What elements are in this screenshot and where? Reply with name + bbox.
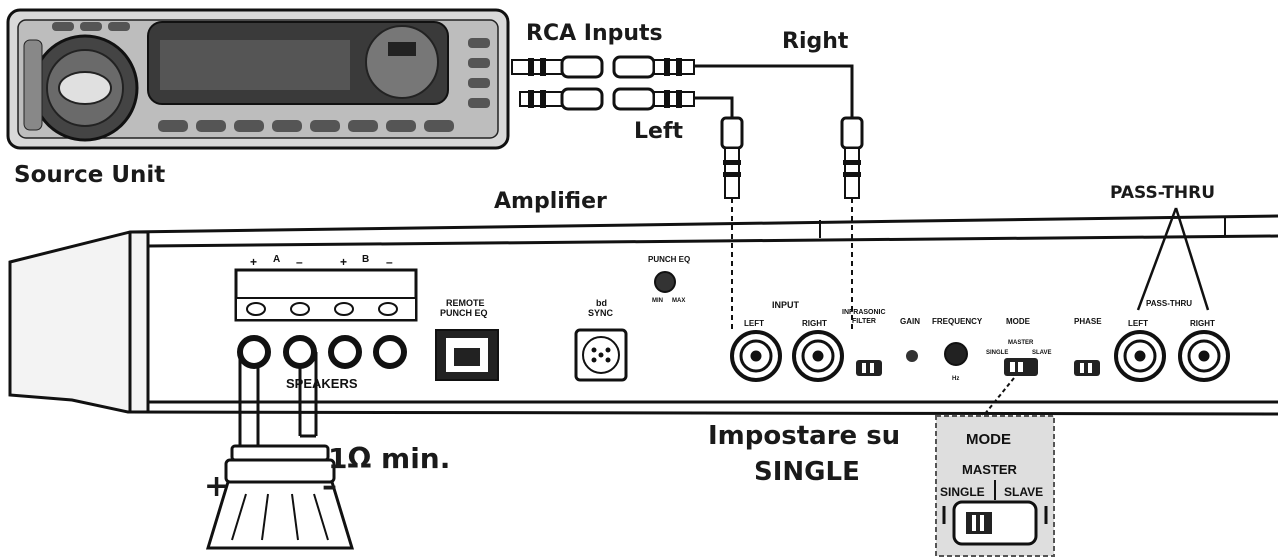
hz-label: Hz bbox=[952, 376, 959, 382]
gain-knob-icon bbox=[906, 350, 918, 362]
filter-label: FILTER bbox=[852, 318, 876, 325]
punch-eq-knob-icon bbox=[654, 271, 676, 293]
terminal-b-label: B bbox=[362, 254, 369, 265]
mode-switch bbox=[1004, 358, 1038, 376]
phase-switch bbox=[1074, 360, 1100, 376]
inset-single-label: SINGLE bbox=[940, 485, 985, 499]
slave-label: SLAVE bbox=[1032, 350, 1052, 356]
pass-thru-right-label: RIGHT bbox=[1190, 319, 1215, 328]
input-label: INPUT bbox=[772, 300, 800, 310]
gain-label: GAIN bbox=[900, 317, 920, 326]
source-unit-label: Source Unit bbox=[14, 162, 165, 188]
panel-pass-thru-label: PASS-THRU bbox=[1146, 299, 1192, 308]
sync-label: SYNC bbox=[588, 308, 614, 318]
mode-label: MODE bbox=[1006, 317, 1031, 326]
input-left-label: LEFT bbox=[744, 319, 764, 328]
terminal-b-minus: – bbox=[386, 255, 393, 269]
phase-label: PHASE bbox=[1074, 317, 1102, 326]
remote-punch-eq-label: PUNCH EQ bbox=[440, 308, 488, 318]
remote-label: REMOTE bbox=[446, 298, 485, 308]
mode-inset bbox=[935, 415, 1055, 557]
remote-punch-eq-jack bbox=[435, 329, 499, 381]
amplifier-body bbox=[8, 214, 1279, 416]
master-label: MASTER bbox=[1008, 340, 1034, 346]
terminal-a-plus: + bbox=[250, 255, 257, 269]
frequency-label: FREQUENCY bbox=[932, 317, 983, 326]
speaker-plus-label: + bbox=[204, 469, 229, 504]
amplifier-label: Amplifier bbox=[494, 189, 607, 214]
rca-plugs-source bbox=[511, 55, 695, 111]
punch-eq-min: MIN bbox=[652, 298, 663, 304]
rca-plug-icon bbox=[511, 55, 604, 111]
single-label: SINGLE bbox=[986, 350, 1008, 356]
impostare-line1: Impostare su bbox=[708, 421, 900, 451]
inset-slave-label: SLAVE bbox=[1004, 485, 1043, 499]
terminal-a-minus: – bbox=[296, 255, 303, 269]
amp-panel-labels: + A – + B – SPEAKERS REMOTE PUNCH EQ bd … bbox=[250, 254, 1215, 391]
bd-sync-connector bbox=[574, 328, 628, 382]
infrasonic-filter-switch bbox=[856, 360, 882, 376]
ohm-min-label: 1Ω min. bbox=[328, 442, 450, 475]
pass-thru-pointer-lines bbox=[1136, 207, 1210, 311]
source-unit bbox=[6, 8, 510, 150]
left-label: Left bbox=[634, 119, 684, 144]
impostare-line2: SINGLE bbox=[754, 457, 860, 487]
punch-eq-max: MAX bbox=[672, 298, 685, 304]
pass-thru-left-label: LEFT bbox=[1128, 319, 1148, 328]
dashed-connection-lines bbox=[731, 198, 853, 330]
speaker-minus-label: – bbox=[322, 469, 337, 504]
speakers-label: SPEAKERS bbox=[286, 376, 358, 391]
mode-inset-labels: MODE MASTER SINGLE SLAVE bbox=[940, 431, 1043, 499]
rca-plugs-vertical bbox=[720, 116, 864, 199]
pass-thru-jacks bbox=[1114, 330, 1230, 382]
inset-mode-label: MODE bbox=[966, 431, 1011, 448]
inset-master-label: MASTER bbox=[962, 462, 1018, 477]
terminal-a-label: A bbox=[273, 254, 280, 265]
bd-label: bd bbox=[596, 298, 607, 308]
rca-cables bbox=[694, 64, 854, 118]
terminal-b-plus: + bbox=[340, 255, 347, 269]
infrasonic-label: INFRASONIC bbox=[842, 309, 886, 316]
mode-callout-line bbox=[979, 377, 1015, 421]
rca-input-jacks bbox=[730, 330, 844, 382]
input-right-label: RIGHT bbox=[802, 319, 827, 328]
speaker-terminal-block bbox=[234, 268, 418, 369]
pass-thru-label: PASS-THRU bbox=[1110, 183, 1215, 203]
punch-eq-label: PUNCH EQ bbox=[648, 255, 690, 264]
speaker-icon bbox=[205, 444, 355, 550]
rca-inputs-label: RCA Inputs bbox=[526, 21, 663, 46]
right-label: Right bbox=[782, 29, 849, 54]
frequency-knob-icon bbox=[944, 342, 968, 366]
